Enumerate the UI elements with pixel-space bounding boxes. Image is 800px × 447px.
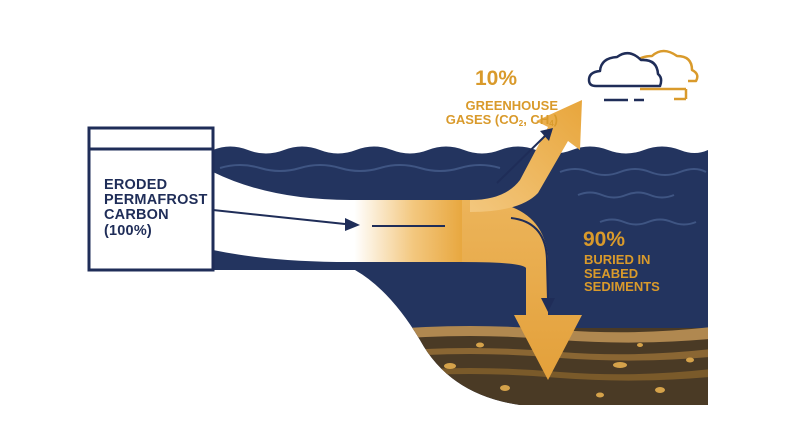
gases-mid: , CH [523,111,550,127]
cloud-icon [587,51,663,102]
greenhouse-label: GREENHOUSE GASES (CO2, CH4) [408,99,558,128]
source-line: CARBON [104,207,169,224]
gases-prefix: GASES (CO [445,111,519,127]
source-line: (100%) [104,222,152,239]
source-line: ERODED [104,177,168,193]
carbon-flow-band [213,172,470,262]
source-label: ERODED PERMAFROST CARBON (100%) [104,177,208,239]
permafrost-block [87,126,215,272]
buried-arrow [462,199,582,380]
gases-suffix: ) [553,111,558,127]
water-ripples [219,164,707,226]
buried-label: BURIED IN SEABED SEDIMENTS [584,253,660,294]
buried-line: SEABED [584,265,639,281]
buried-line: BURIED IN [584,252,651,267]
greenhouse-percent: 10% [475,67,518,90]
co2-subscript: 2 [518,118,524,128]
greenhouse-line-2: GASES (CO2, CH4) [408,111,558,128]
flow-arrows [212,128,555,312]
cloud-icon [628,49,699,101]
greenhouse-line: GREENHOUSE [465,98,558,113]
greenhouse-arrow [470,100,582,212]
buried-line: SEDIMENTS [584,279,660,295]
source-line: PERMAFROST [104,192,208,209]
buried-percent: 90% [583,228,626,251]
ch4-subscript: 4 [549,118,554,128]
